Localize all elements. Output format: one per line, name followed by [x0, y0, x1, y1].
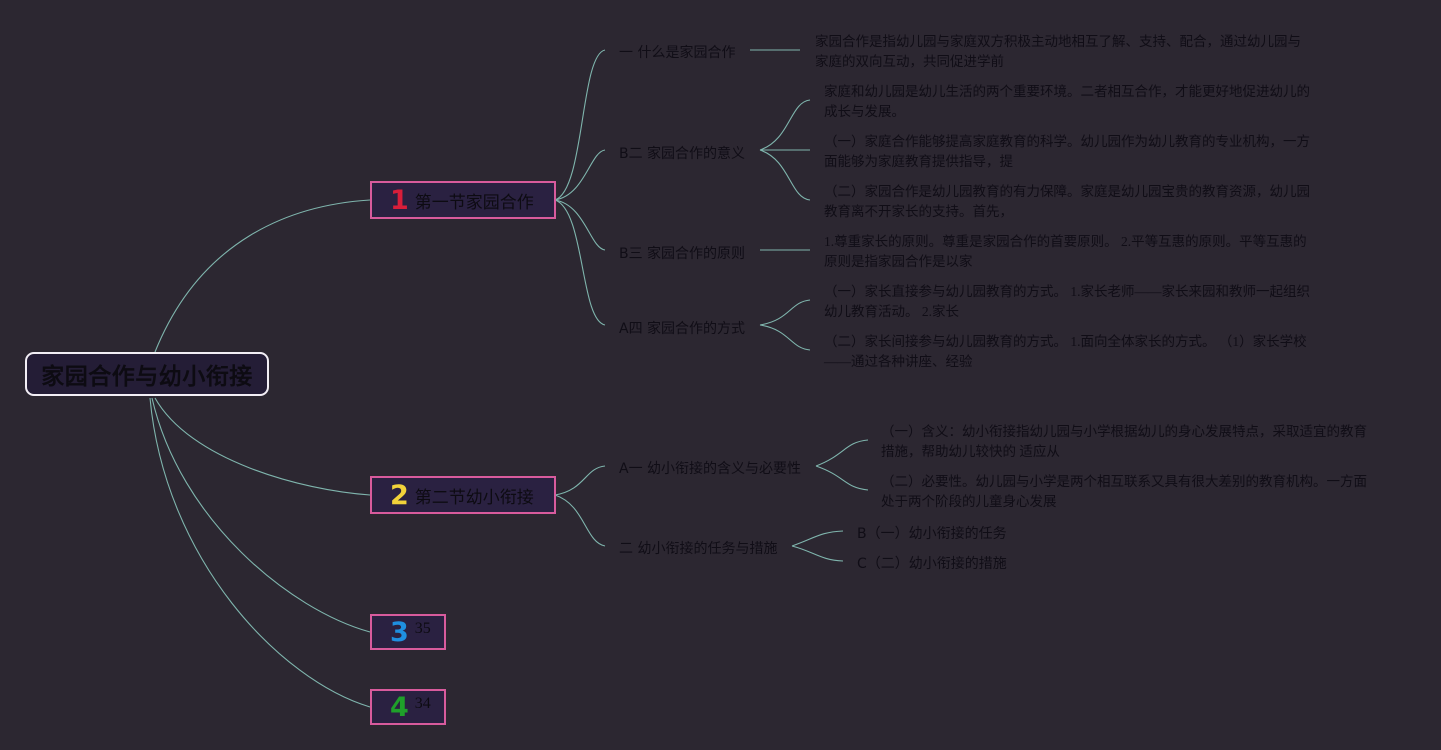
section-node-4[interactable]: 4 34: [370, 689, 446, 725]
leaf-methods-2[interactable]: （二）家长间接参与幼儿园教育的方式。 1.面向全体家长的方式。 （1）家长学校—…: [824, 334, 1307, 369]
leaf-necessity[interactable]: （二）必要性。幼儿园与小学是两个相互联系又具有很大差别的教育机构。一方面处于两个…: [881, 474, 1367, 509]
leaf-significance-2[interactable]: （一）家庭合作能够提高家庭教育的科学。幼儿园作为幼儿教育的专业机构，一方面能够为…: [824, 134, 1310, 169]
section-node-1[interactable]: 1 第一节家园合作: [370, 181, 556, 219]
number-badge-3: 3: [390, 616, 409, 648]
section-node-3[interactable]: 3 35: [370, 614, 446, 650]
link-b4-i2: [759, 324, 811, 351]
number-badge-1: 1: [390, 184, 409, 216]
link-root-s2: [154, 397, 371, 496]
section-title-4: 34: [414, 695, 431, 712]
link-s2-b2: [554, 494, 606, 547]
branch-meaning-necessity[interactable]: A一 幼小衔接的含义与必要性: [619, 461, 802, 477]
branch-significance[interactable]: B二 家园合作的意义: [619, 146, 746, 162]
branch-what-is-cooperation[interactable]: 一 什么是家园合作: [619, 45, 736, 61]
leaf-methods-1[interactable]: （一）家长直接参与幼儿园教育的方式。 1.家长老师——家长来园和教师一起组织幼儿…: [824, 284, 1310, 319]
link-s1-b4: [554, 199, 606, 326]
leaf-significance-3[interactable]: （二）家园合作是幼儿园教育的有力保障。家庭是幼儿园宝贵的教育资源，幼儿园教育离不…: [824, 184, 1310, 219]
link-s2b2-i1: [791, 530, 844, 547]
link-b2-i3: [759, 149, 811, 201]
leaf-significance-1[interactable]: 家庭和幼儿园是幼儿生活的两个重要环境。二者相互合作，才能更好地促进幼儿的成长与发…: [824, 84, 1310, 119]
section-node-2[interactable]: 2 第二节幼小衔接: [370, 476, 556, 514]
leaf-tasks[interactable]: B（一）幼小衔接的任务: [857, 526, 1007, 542]
link-root-s1: [154, 199, 371, 353]
link-s2-b1: [554, 465, 606, 496]
section-title-2: 第二节幼小衔接: [414, 487, 534, 508]
link-s2b2-i2: [791, 545, 844, 562]
branch-methods[interactable]: A四 家园合作的方式: [619, 321, 746, 337]
root-topic[interactable]: 家园合作与幼小衔接: [25, 352, 269, 396]
leaf-measures[interactable]: C（二）幼小衔接的措施: [857, 556, 1007, 572]
branch-tasks-measures[interactable]: 二 幼小衔接的任务与措施: [619, 541, 778, 557]
link-b2-i1: [759, 99, 811, 151]
link-root-s4: [149, 397, 371, 708]
link-s1-b2: [554, 149, 606, 201]
link-s2b1-i1: [815, 439, 869, 467]
link-b4-i1: [759, 299, 811, 326]
link-s2b1-i2: [815, 465, 869, 491]
number-badge-4: 4: [390, 691, 409, 723]
number-badge-2: 2: [390, 479, 409, 511]
branch-principles[interactable]: B三 家园合作的原则: [619, 246, 746, 262]
leaf-principles[interactable]: 1.尊重家长的原则。尊重是家园合作的首要原则。 2.平等互惠的原则。平等互惠的原…: [824, 234, 1307, 269]
root-topic-label: 家园合作与幼小衔接: [41, 364, 253, 390]
link-s1-b1: [554, 49, 606, 201]
section-title-3: 35: [414, 620, 431, 637]
leaf-meaning[interactable]: （一）含义：幼小衔接指幼儿园与小学根据幼儿的身心发展特点，采取适宜的教育措施，帮…: [881, 424, 1367, 459]
leaf-definition[interactable]: 家园合作是指幼儿园与家庭双方积极主动地相互了解、支持、配合，通过幼儿园与家庭的双…: [815, 34, 1301, 69]
link-s1-b3: [554, 199, 606, 251]
section-title-1: 第一节家园合作: [414, 192, 534, 213]
link-root-s3: [151, 397, 371, 633]
